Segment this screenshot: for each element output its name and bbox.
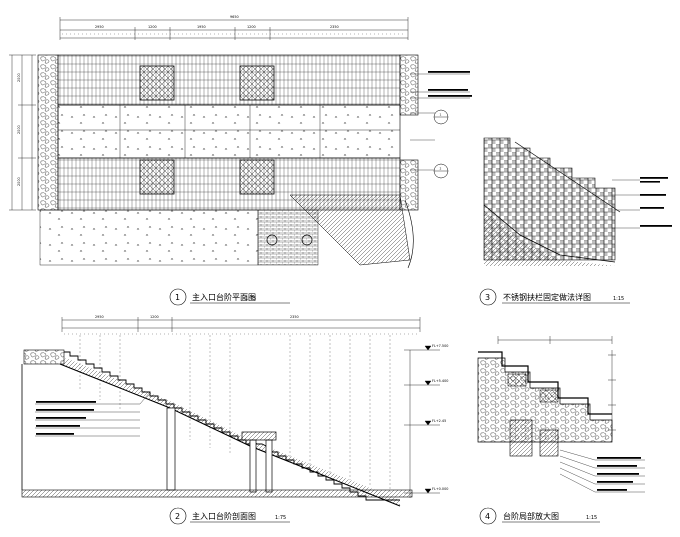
- plan-right-wall-top: [399, 54, 419, 116]
- plan-dim-4: 1200: [247, 25, 256, 29]
- caption-3-circle: [479, 288, 497, 306]
- planter-square-1: [139, 65, 175, 101]
- plan-lawn-area: [39, 209, 259, 266]
- section-mark-1-number: 1: [440, 113, 442, 117]
- caption-view-2: 2 主入口台阶剖面图 1:75: [169, 507, 290, 525]
- planter-square-2: [239, 65, 275, 101]
- caption-3-scale: 1:15: [613, 296, 624, 302]
- section-top-landing: [23, 349, 65, 365]
- plan-section-mark-2: 2: [433, 163, 449, 179]
- caption-2-number: 2: [175, 512, 180, 521]
- planter-square-4: [239, 159, 275, 195]
- caption-3-title: 不锈钢扶栏固定做法详图: [503, 292, 591, 302]
- plan-overall-dim-label: 9650: [230, 15, 239, 19]
- plan-top-paving-band: [57, 54, 401, 106]
- plan-middle-planting-band: [57, 104, 401, 159]
- detail-4-note-blocks: [597, 457, 641, 491]
- detail-3-leaders: [612, 179, 640, 229]
- section-note-blocks: [36, 401, 96, 435]
- caption-4-circle: [479, 507, 497, 525]
- section-dim-3: 2350: [290, 315, 299, 319]
- section-dashed-guides: [79, 335, 391, 492]
- section-dim-1: 2950: [95, 315, 104, 319]
- section-mark-2-number: 2: [440, 167, 442, 171]
- plan-tree-pit-2: [301, 234, 313, 246]
- caption-view-4: 4 台阶局部放大图 1:15: [479, 507, 600, 525]
- caption-view-1: 1 主入口台阶平面图 1:75: [169, 288, 290, 306]
- caption-1-number: 1: [175, 293, 180, 302]
- caption-view-3: 3 不锈钢扶栏固定做法详图 1:15: [479, 288, 630, 306]
- plan-section-mark-1: 1: [433, 109, 449, 125]
- railing-detail-view: [483, 137, 672, 266]
- plan-dim-2: 1200: [148, 25, 157, 29]
- caption-1-scale: 1:75: [245, 296, 256, 302]
- caption-4-scale: 1:15: [586, 515, 597, 521]
- plan-right-wall-bottom: [399, 159, 419, 211]
- plan-dim-3: 1950: [197, 25, 206, 29]
- plan-tree-pit-1: [266, 234, 278, 246]
- plan-top-dimension-chain: [59, 27, 409, 40]
- elevation-label-1: FL+7.500: [432, 344, 448, 348]
- detail-4-step-finish: [478, 351, 612, 415]
- detail-4-footing: [509, 419, 533, 457]
- detail-3-ground-line: [483, 204, 616, 263]
- plan-middle-grid: [58, 105, 400, 158]
- elevation-label-3: FL+2.45: [432, 419, 446, 423]
- section-dim-2: 1200: [150, 315, 159, 319]
- plan-dim-5: 2350: [330, 25, 339, 29]
- caption-2-circle: [169, 507, 187, 525]
- caption-4-number: 4: [485, 512, 490, 521]
- plan-brick-landing: [257, 209, 319, 266]
- section-top-dimension-chain: [61, 317, 421, 332]
- plan-left-dimension-chain: [9, 54, 36, 211]
- planter-square-3: [139, 159, 175, 195]
- detail-3-stair-body: [483, 137, 616, 261]
- elevation-label-2: FL+5.400: [432, 379, 448, 383]
- detail-3-note-blocks: [640, 177, 672, 227]
- plan-dim-1: 2950: [95, 25, 104, 29]
- plan-left-dim-2: 2000: [17, 125, 21, 134]
- caption-2-scale: 1:75: [275, 515, 286, 521]
- caption-1-title: 主入口台阶平面图: [192, 292, 256, 302]
- step-detail-view: [477, 336, 645, 493]
- detail-3-handrail: [514, 141, 621, 213]
- plan-overall-dimension: [59, 17, 409, 27]
- caption-4-title: 台阶局部放大图: [503, 511, 559, 521]
- plan-view: 9650 2950 1200 1950 1200 2350 2000 2000 …: [9, 15, 472, 269]
- caption-1-circle: [169, 288, 187, 306]
- elevation-label-4: FL+0.000: [432, 487, 448, 491]
- plan-diagonal-ramp: [289, 194, 411, 266]
- plan-leader-lines: [410, 73, 470, 171]
- section-elevation-markers: [404, 345, 440, 498]
- section-ground-slab: [21, 489, 413, 498]
- plan-left-dim-1: 2000: [17, 73, 21, 82]
- plan-note-blocks: [428, 71, 472, 97]
- section-view: 2950 1200 2350: [21, 315, 448, 507]
- detail-4-leaders: [559, 449, 645, 493]
- plan-left-dim-3: 2000: [17, 177, 21, 186]
- section-stair-profile: [64, 351, 400, 501]
- caption-2-title: 主入口台阶剖面图: [192, 511, 256, 521]
- caption-3-number: 3: [485, 293, 490, 302]
- section-leaders: [35, 391, 151, 437]
- plan-left-wall: [37, 54, 59, 211]
